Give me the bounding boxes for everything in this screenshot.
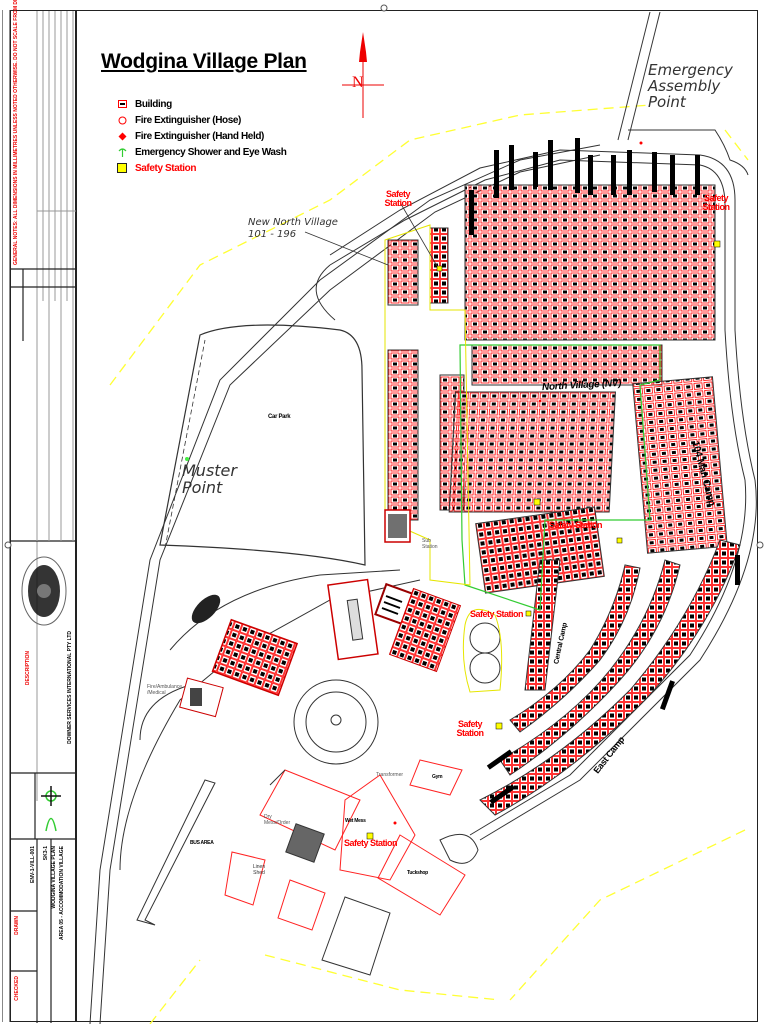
frame-marker-top	[380, 4, 388, 12]
safety-station-label-central[interactable]: Safety Station	[470, 609, 524, 619]
central-facilities	[179, 509, 503, 765]
title-block-grid	[11, 11, 77, 1023]
wet-mess-label: Wet Mess	[345, 818, 366, 824]
bus-area-label: BUS AREA	[190, 840, 214, 846]
hose-icon	[115, 116, 129, 125]
transformer-label: Transformer	[376, 772, 404, 778]
gym-label: Gym	[432, 774, 443, 780]
tuckshop-label: Tuckshop	[407, 870, 428, 876]
roads	[89, 11, 757, 1024]
muster-point-label: Muster Point	[182, 461, 237, 497]
hand-extinguisher-icon	[115, 132, 129, 141]
east-camp-black-markers	[486, 555, 740, 805]
north-arrow-icon	[342, 32, 384, 118]
linen-shed-label: Linen Shed	[252, 864, 266, 876]
new-north-village-label: New North Village 101 - 196	[248, 217, 338, 240]
building-icon	[115, 100, 129, 108]
title-block: GENERAL NOTES: ALL DIMENSIONS IN MILLIME…	[10, 0, 77, 1023]
dry-mess-label: Dry Mess/Order	[264, 814, 291, 826]
south-structures	[136, 769, 479, 976]
car-park-label: Car Park	[268, 414, 291, 420]
safety-station-markers[interactable]	[366, 240, 721, 840]
legend-item-shower: Emergency Shower and Eye Wash	[115, 144, 287, 160]
north-label: N	[352, 74, 364, 91]
safety-station-icon	[115, 163, 129, 173]
lease-boundary	[109, 104, 749, 1024]
emergency-assembly-point-label: Emergency Assembly Point	[648, 61, 733, 111]
legend: Building Fire Extinguisher (Hose) Fire E…	[115, 96, 287, 176]
legend-item-safety-station: Safety Station	[115, 160, 286, 176]
fire-extinguishers	[393, 141, 643, 825]
north-village-zone	[459, 344, 661, 611]
map-title: Wodgina Village Plan	[101, 50, 307, 73]
south-buildings	[224, 759, 466, 931]
map-frame	[76, 10, 758, 1022]
sub-station-label: Sub Station	[422, 538, 438, 550]
safety-station-label-nv[interactable]: Safety Station	[549, 520, 603, 530]
shower-icon	[115, 147, 129, 157]
fire-ambulance-label: Fire/Ambulance /Medical	[147, 684, 183, 696]
north-symbol-small	[41, 786, 61, 832]
safety-station-label-mess[interactable]: Safety Station	[344, 838, 398, 848]
title-block-edge	[2, 10, 10, 1022]
emergency-shower-marker	[185, 457, 189, 461]
car-park-boundary	[159, 324, 366, 566]
north-block-labels	[469, 138, 700, 235]
safety-station-label-ne[interactable]: Safety Station	[702, 193, 731, 212]
legend-item-building: Building	[115, 96, 286, 112]
north-village-blocks	[387, 184, 728, 594]
east-camp-blocks	[479, 539, 741, 816]
safety-station-label-east[interactable]: Safety Station	[456, 719, 485, 738]
safety-station-label-nnv[interactable]: Safety Station	[384, 189, 413, 208]
legend-item-hand-held: Fire Extinguisher (Hand Held)	[115, 128, 286, 144]
legend-item-hose: Fire Extinguisher (Hose)	[115, 112, 286, 128]
